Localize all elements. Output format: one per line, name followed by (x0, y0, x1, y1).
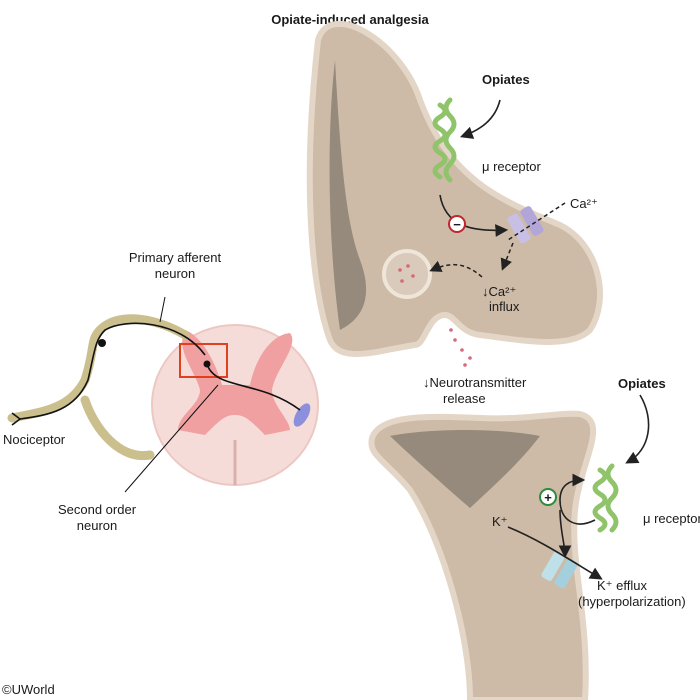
neurotransmitter-release-label: ↓Neurotransmitter (423, 375, 527, 390)
postsynaptic-membrane (368, 410, 597, 700)
primary-afferent-label-2: neuron (155, 266, 195, 281)
opiates-label-top: Opiates (482, 72, 530, 87)
mu-receptor-icon-bottom (592, 463, 619, 533)
spinal-cord (7, 296, 319, 493)
cell-body-dot (98, 339, 106, 347)
calcium-label: Ca²⁺ (570, 196, 598, 211)
ventral-neuron-icon (293, 403, 311, 427)
copyright: ©UWorld (2, 682, 55, 697)
grey-matter (178, 330, 293, 435)
mu-receptor-icon (432, 97, 457, 183)
calcium-influx-label-2: influx (489, 299, 520, 314)
neurotransmitter-release-label-2: release (443, 391, 486, 406)
potassium-label: K⁺ (492, 514, 508, 529)
potassium-channel-icon (541, 551, 578, 589)
synaptic-vesicle (382, 249, 432, 299)
second-order-label-2: neuron (77, 518, 117, 533)
second-order-path (206, 363, 301, 411)
svg-text:+: + (544, 490, 552, 505)
opiate-arrow-bottom (625, 394, 650, 464)
mu-receptor-label-top: μ receptor (482, 159, 541, 174)
calcium-path (507, 202, 566, 241)
calcium-channel-icon (507, 206, 544, 244)
vesicle-arrow (429, 260, 483, 278)
hyperpolarization-label: (hyperpolarization) (578, 594, 686, 609)
inhibit-badge: − (448, 215, 466, 233)
stimulation-arrow (559, 473, 596, 525)
calcium-influx-arrow (500, 242, 514, 271)
primary-afferent-path (19, 322, 206, 420)
potassium-efflux-label: K⁺ efflux (597, 578, 647, 593)
primary-afferent-label: Primary afferent (129, 250, 222, 265)
synapse-highlight-box (179, 343, 228, 378)
postsynaptic-shadow (390, 430, 540, 508)
stimulation-arrow-2 (558, 509, 572, 559)
primary-afferent-leader (159, 296, 166, 323)
calcium-influx-label: ↓Ca²⁺ (482, 284, 516, 299)
presynaptic-terminal: − (306, 20, 603, 367)
neurotransmitter-dots (398, 264, 472, 367)
second-order-leader (124, 384, 219, 493)
postsynaptic-neuron: + (368, 394, 650, 700)
potassium-efflux-arrow (507, 526, 603, 580)
opiate-arrow (459, 99, 501, 139)
nociceptor-ending-icon (11, 412, 22, 426)
title: Opiate-induced analgesia (271, 12, 429, 27)
nociceptor-label: Nociceptor (3, 432, 66, 447)
opiates-label-bottom: Opiates (618, 376, 666, 391)
svg-text:−: − (453, 217, 461, 232)
mu-receptor-label-bottom: μ receptor (643, 511, 700, 526)
nerve-fiber (7, 314, 190, 461)
presynaptic-shadow (329, 60, 367, 330)
stimulate-badge: + (539, 488, 557, 506)
second-order-label: Second order (58, 502, 137, 517)
